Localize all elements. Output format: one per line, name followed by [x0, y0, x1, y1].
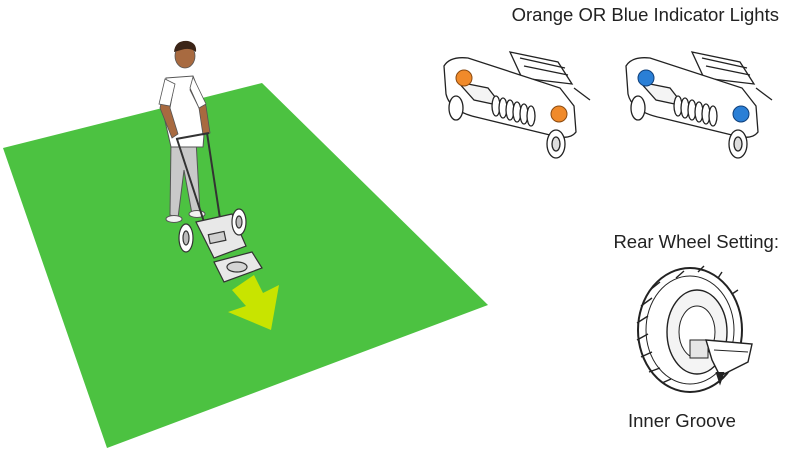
indicator-unit-orange [443, 51, 591, 159]
orange-indicator-light-icon [550, 105, 568, 123]
coil-spring [673, 95, 718, 127]
coil-spring [491, 95, 536, 127]
direction-arrow-icon [228, 275, 279, 330]
indicator-unit-blue [625, 51, 773, 159]
blue-indicator-light-icon [732, 105, 750, 123]
rear-wheel-icon [636, 265, 753, 393]
inner-groove-label: Inner Groove [628, 410, 736, 431]
blue-indicator-light-icon [637, 69, 655, 87]
indicator-lights-label: Orange OR Blue Indicator Lights [511, 4, 779, 25]
rear-wheel-setting-label: Rear Wheel Setting: [613, 231, 779, 252]
person-operator [158, 40, 211, 223]
mower-machine [175, 132, 263, 283]
orange-indicator-light-icon [455, 69, 473, 87]
